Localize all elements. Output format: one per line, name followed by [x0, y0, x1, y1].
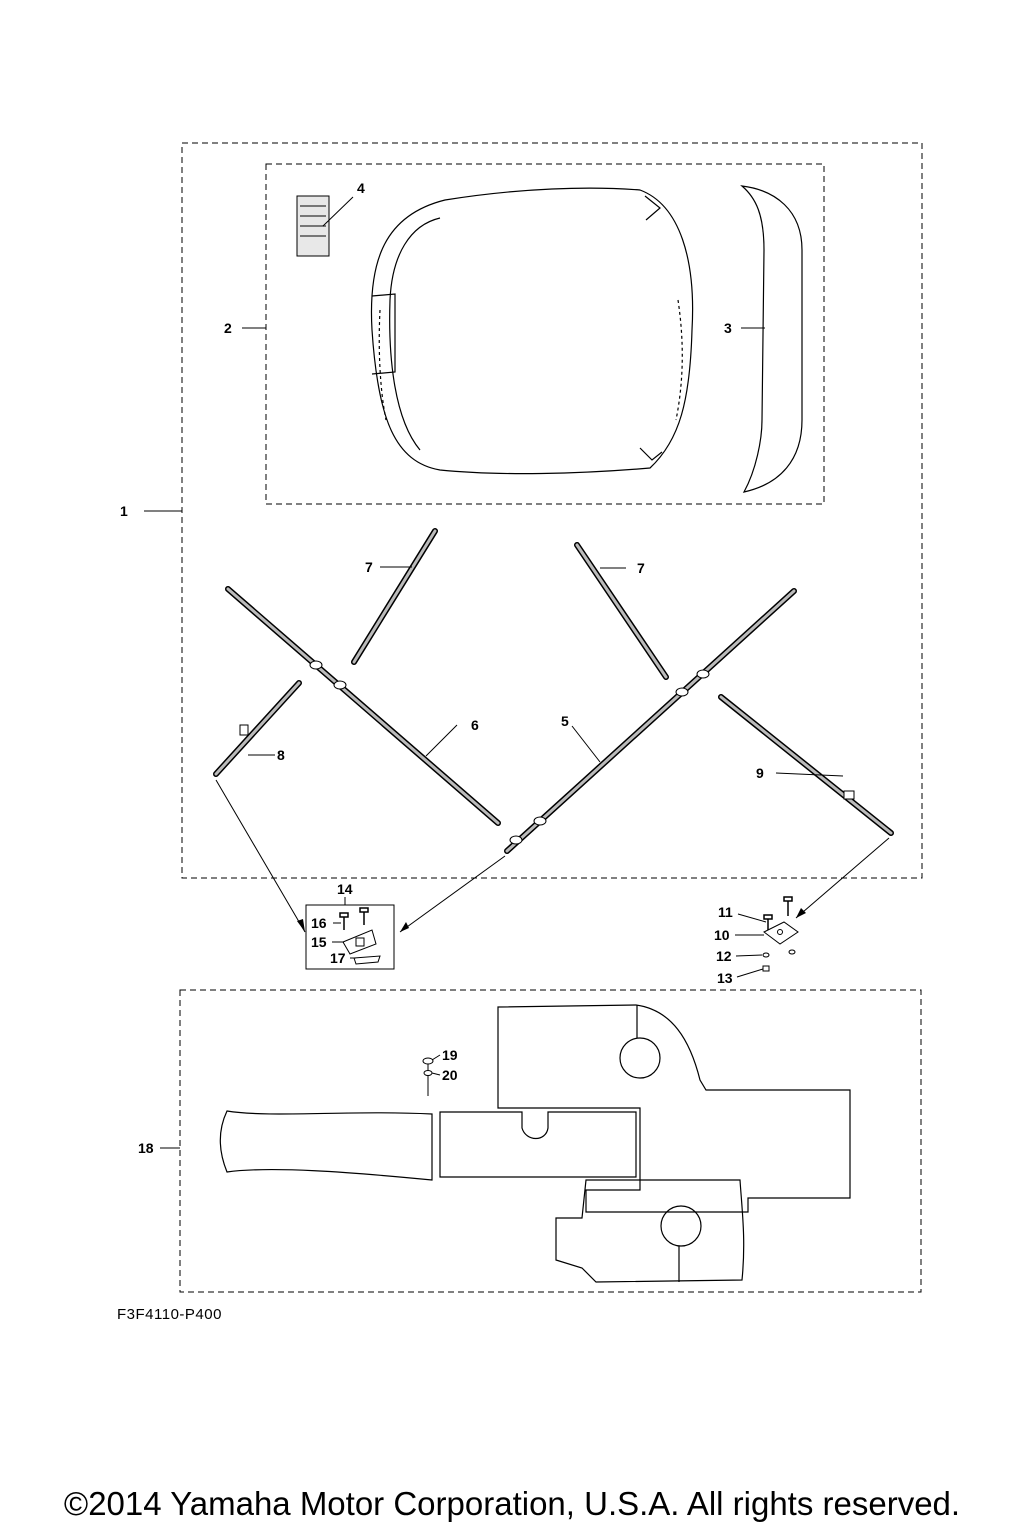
part-floor-mat	[219, 1004, 851, 1283]
callout-5: 5	[561, 713, 569, 729]
part-bracket-15	[342, 929, 377, 955]
callout-19: 19	[442, 1047, 458, 1063]
callout-7-right: 7	[637, 560, 645, 576]
part-canvas-top	[370, 187, 694, 475]
mat-piece-front	[219, 1110, 433, 1181]
part-bow-6	[225, 586, 501, 826]
callout-16: 16	[311, 915, 327, 931]
leader-lines	[144, 196, 890, 1149]
part-boot	[740, 185, 803, 493]
mat-piece-rear-upper	[497, 1004, 851, 1213]
callout-1: 1	[120, 503, 128, 519]
copyright-notice: ©2014 Yamaha Motor Corporation, U.S.A. A…	[63, 1485, 961, 1522]
callout-4: 4	[357, 180, 365, 196]
part-pole-7-left	[351, 528, 438, 665]
callout-10: 10	[714, 927, 730, 943]
part-pole-7-right	[574, 542, 669, 680]
callout-14: 14	[337, 881, 353, 897]
part-snap-fastener-19	[422, 1057, 434, 1096]
part-bow-5	[504, 588, 797, 854]
part-clip-17	[353, 955, 381, 965]
callout-11: 11	[718, 904, 733, 920]
mat-piece-rear-lower	[555, 1179, 745, 1283]
group-box-mat	[179, 989, 922, 1293]
callout-20: 20	[442, 1067, 458, 1083]
part-label-tag	[296, 195, 330, 257]
part-support-pole-8	[213, 680, 302, 777]
callout-2: 2	[224, 320, 232, 336]
part-bolt-11	[763, 896, 793, 930]
part-snap-base-20	[423, 1070, 433, 1076]
callout-12: 12	[716, 948, 732, 964]
callout-17: 17	[330, 950, 346, 966]
part-support-pole-9	[718, 694, 894, 836]
callouts: 1 2 3 4 7 7 6 5 8 9 14 16 15 17 11 10 12…	[120, 180, 764, 1156]
callout-13: 13	[717, 970, 733, 986]
diagram-code: F3F4110-P400	[117, 1306, 222, 1323]
callout-7-left: 7	[365, 559, 373, 575]
part-screw-16	[339, 907, 369, 930]
callout-6: 6	[471, 717, 479, 733]
part-nut-13	[762, 965, 770, 972]
callout-15: 15	[311, 934, 327, 950]
callout-9: 9	[756, 765, 764, 781]
part-hinge-bracket-10	[763, 921, 799, 945]
arrow-heads	[297, 908, 806, 932]
part-washer-12	[762, 949, 796, 958]
mat-piece-middle	[439, 1111, 637, 1178]
callout-3: 3	[724, 320, 732, 336]
part-bracket-box-14	[305, 904, 395, 970]
callout-18: 18	[138, 1140, 154, 1156]
group-box-canvas	[265, 163, 825, 505]
callout-8: 8	[277, 747, 285, 763]
